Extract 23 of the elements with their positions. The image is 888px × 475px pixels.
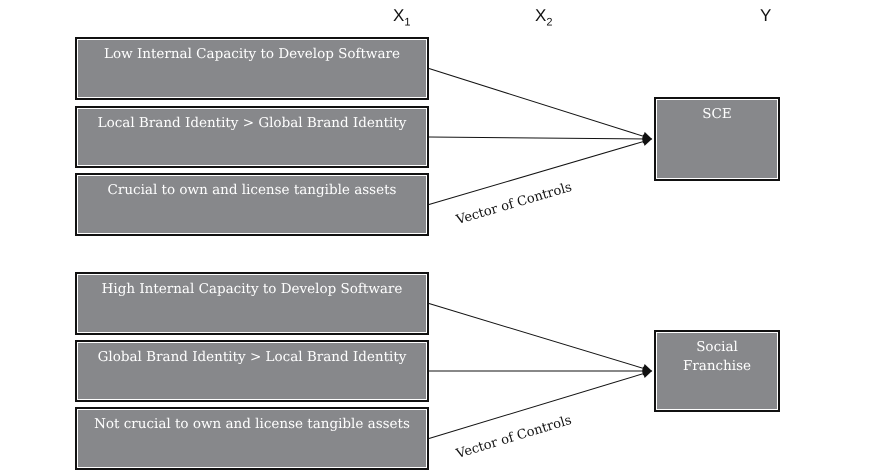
factor-box bbox=[75, 173, 429, 236]
box-text: Low Internal Capacity to Develop Software bbox=[104, 45, 400, 64]
box-text: Global Brand Identity > Local Brand Identity bbox=[98, 348, 406, 367]
box-text: Local Brand Identity > Global Brand Identity bbox=[98, 114, 406, 133]
outcome-box bbox=[654, 330, 780, 412]
column-heading: X$_{2}$ bbox=[535, 6, 552, 28]
arrow bbox=[428, 68, 652, 141]
factor-box bbox=[75, 106, 429, 168]
box-text: High Internal Capacity to Develop Software bbox=[102, 280, 402, 299]
factor-box bbox=[75, 272, 429, 335]
factor-box bbox=[75, 407, 429, 470]
box-text: Crucial to own and license tangible assets bbox=[108, 181, 396, 200]
column-heading: Y bbox=[760, 6, 772, 26]
outcome-box bbox=[654, 97, 780, 181]
factor-box bbox=[75, 37, 429, 100]
arrow bbox=[428, 137, 652, 205]
arrow bbox=[428, 369, 652, 439]
box-text: Social Franchise bbox=[682, 338, 752, 376]
box-text: Not crucial to own and license tangible assets bbox=[94, 415, 410, 434]
column-heading: X$_{1}$ bbox=[393, 6, 410, 28]
box-text: SCE bbox=[702, 105, 732, 124]
factor-box bbox=[75, 340, 429, 402]
arrow bbox=[428, 303, 652, 373]
